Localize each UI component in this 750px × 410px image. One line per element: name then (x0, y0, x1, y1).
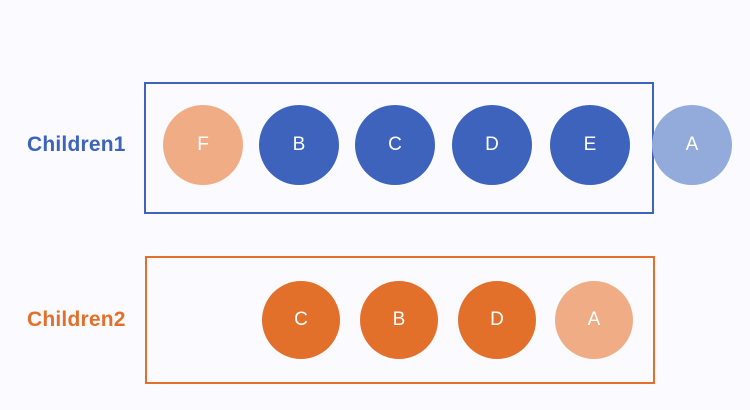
node-children2-a[interactable]: A (555, 281, 633, 359)
node-children2-d[interactable]: D (458, 281, 536, 359)
node-label: A (587, 308, 601, 330)
node-label: D (490, 308, 504, 330)
node-label: A (685, 133, 699, 155)
node-label: F (197, 133, 209, 155)
row-label-children2: Children2 (27, 308, 126, 331)
node-children1-d[interactable]: D (452, 105, 532, 185)
node-label: C (388, 133, 402, 155)
node-label: D (485, 133, 499, 155)
node-label: C (294, 308, 308, 330)
row-label-children1: Children1 (27, 133, 126, 156)
node-children2-c[interactable]: C (262, 281, 340, 359)
node-children2-b[interactable]: B (360, 281, 438, 359)
node-children1-e[interactable]: E (550, 105, 630, 185)
node-label: B (292, 133, 306, 155)
group-box-children2 (145, 256, 655, 384)
node-label: B (392, 308, 406, 330)
node-children1-a[interactable]: A (652, 105, 732, 185)
node-children1-b[interactable]: B (259, 105, 339, 185)
node-label: E (583, 133, 597, 155)
node-children1-c[interactable]: C (355, 105, 435, 185)
node-children1-f[interactable]: F (163, 105, 243, 185)
